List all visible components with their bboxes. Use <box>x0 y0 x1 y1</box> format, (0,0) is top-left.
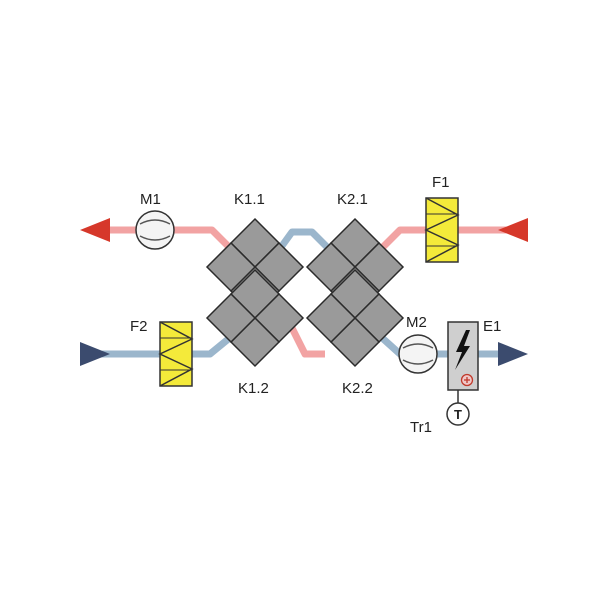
filter-f1 <box>425 197 459 263</box>
label-k22: K2.2 <box>342 380 373 397</box>
fan-m1 <box>135 210 175 250</box>
filter-icon <box>424 197 460 263</box>
label-e1: E1 <box>483 318 501 335</box>
label-m1: M1 <box>140 191 161 208</box>
exchanger-k21-cell-4 <box>305 241 357 293</box>
label-m2: M2 <box>406 314 427 331</box>
label-f2: F2 <box>130 318 148 335</box>
exchanger-k12 <box>205 268 305 368</box>
fan-m1-blade-bottom <box>139 235 171 241</box>
sensor-tr1 <box>446 402 470 426</box>
fan-m2 <box>398 334 438 374</box>
label-tr1: Tr1 <box>410 419 432 436</box>
filter-f2 <box>159 321 193 387</box>
label-k11: K1.1 <box>234 191 265 208</box>
electric-heater-icon <box>447 321 479 391</box>
filter-f2-zigzag <box>158 321 194 387</box>
label-k12: K1.2 <box>238 380 269 397</box>
heater-e1-bolt <box>455 330 470 370</box>
extract-duct-segment-mid <box>276 228 333 253</box>
temperature-sensor-icon: T <box>446 390 470 426</box>
fan-m2-blade-bottom <box>402 359 434 365</box>
heat-exchanger-icon <box>205 217 405 368</box>
extract-outlet-arrow <box>498 342 528 366</box>
fan-icon <box>135 210 175 250</box>
exchanger-k22-cell-4 <box>305 292 357 344</box>
supply-outlet-arrow <box>80 218 110 242</box>
extract-inlet-arrow <box>80 342 110 366</box>
fan-m1-blade-top <box>139 219 171 225</box>
filter-f1-zigzag <box>424 197 460 263</box>
label-f1: F1 <box>432 174 450 191</box>
sensor-letter: T <box>454 407 462 422</box>
supply-inlet-arrow <box>498 218 528 242</box>
exchanger-k11-cell-4 <box>205 241 257 293</box>
fan-m2-blade-top <box>402 343 434 349</box>
fan-icon <box>398 334 438 374</box>
exchanger-k12-cell-4 <box>205 292 257 344</box>
exchanger-k22 <box>305 268 405 368</box>
supply-duct-segment-right <box>377 226 510 253</box>
extract-duct-segment-left <box>100 333 235 358</box>
label-k21: K2.1 <box>337 191 368 208</box>
filter-icon <box>158 321 194 387</box>
